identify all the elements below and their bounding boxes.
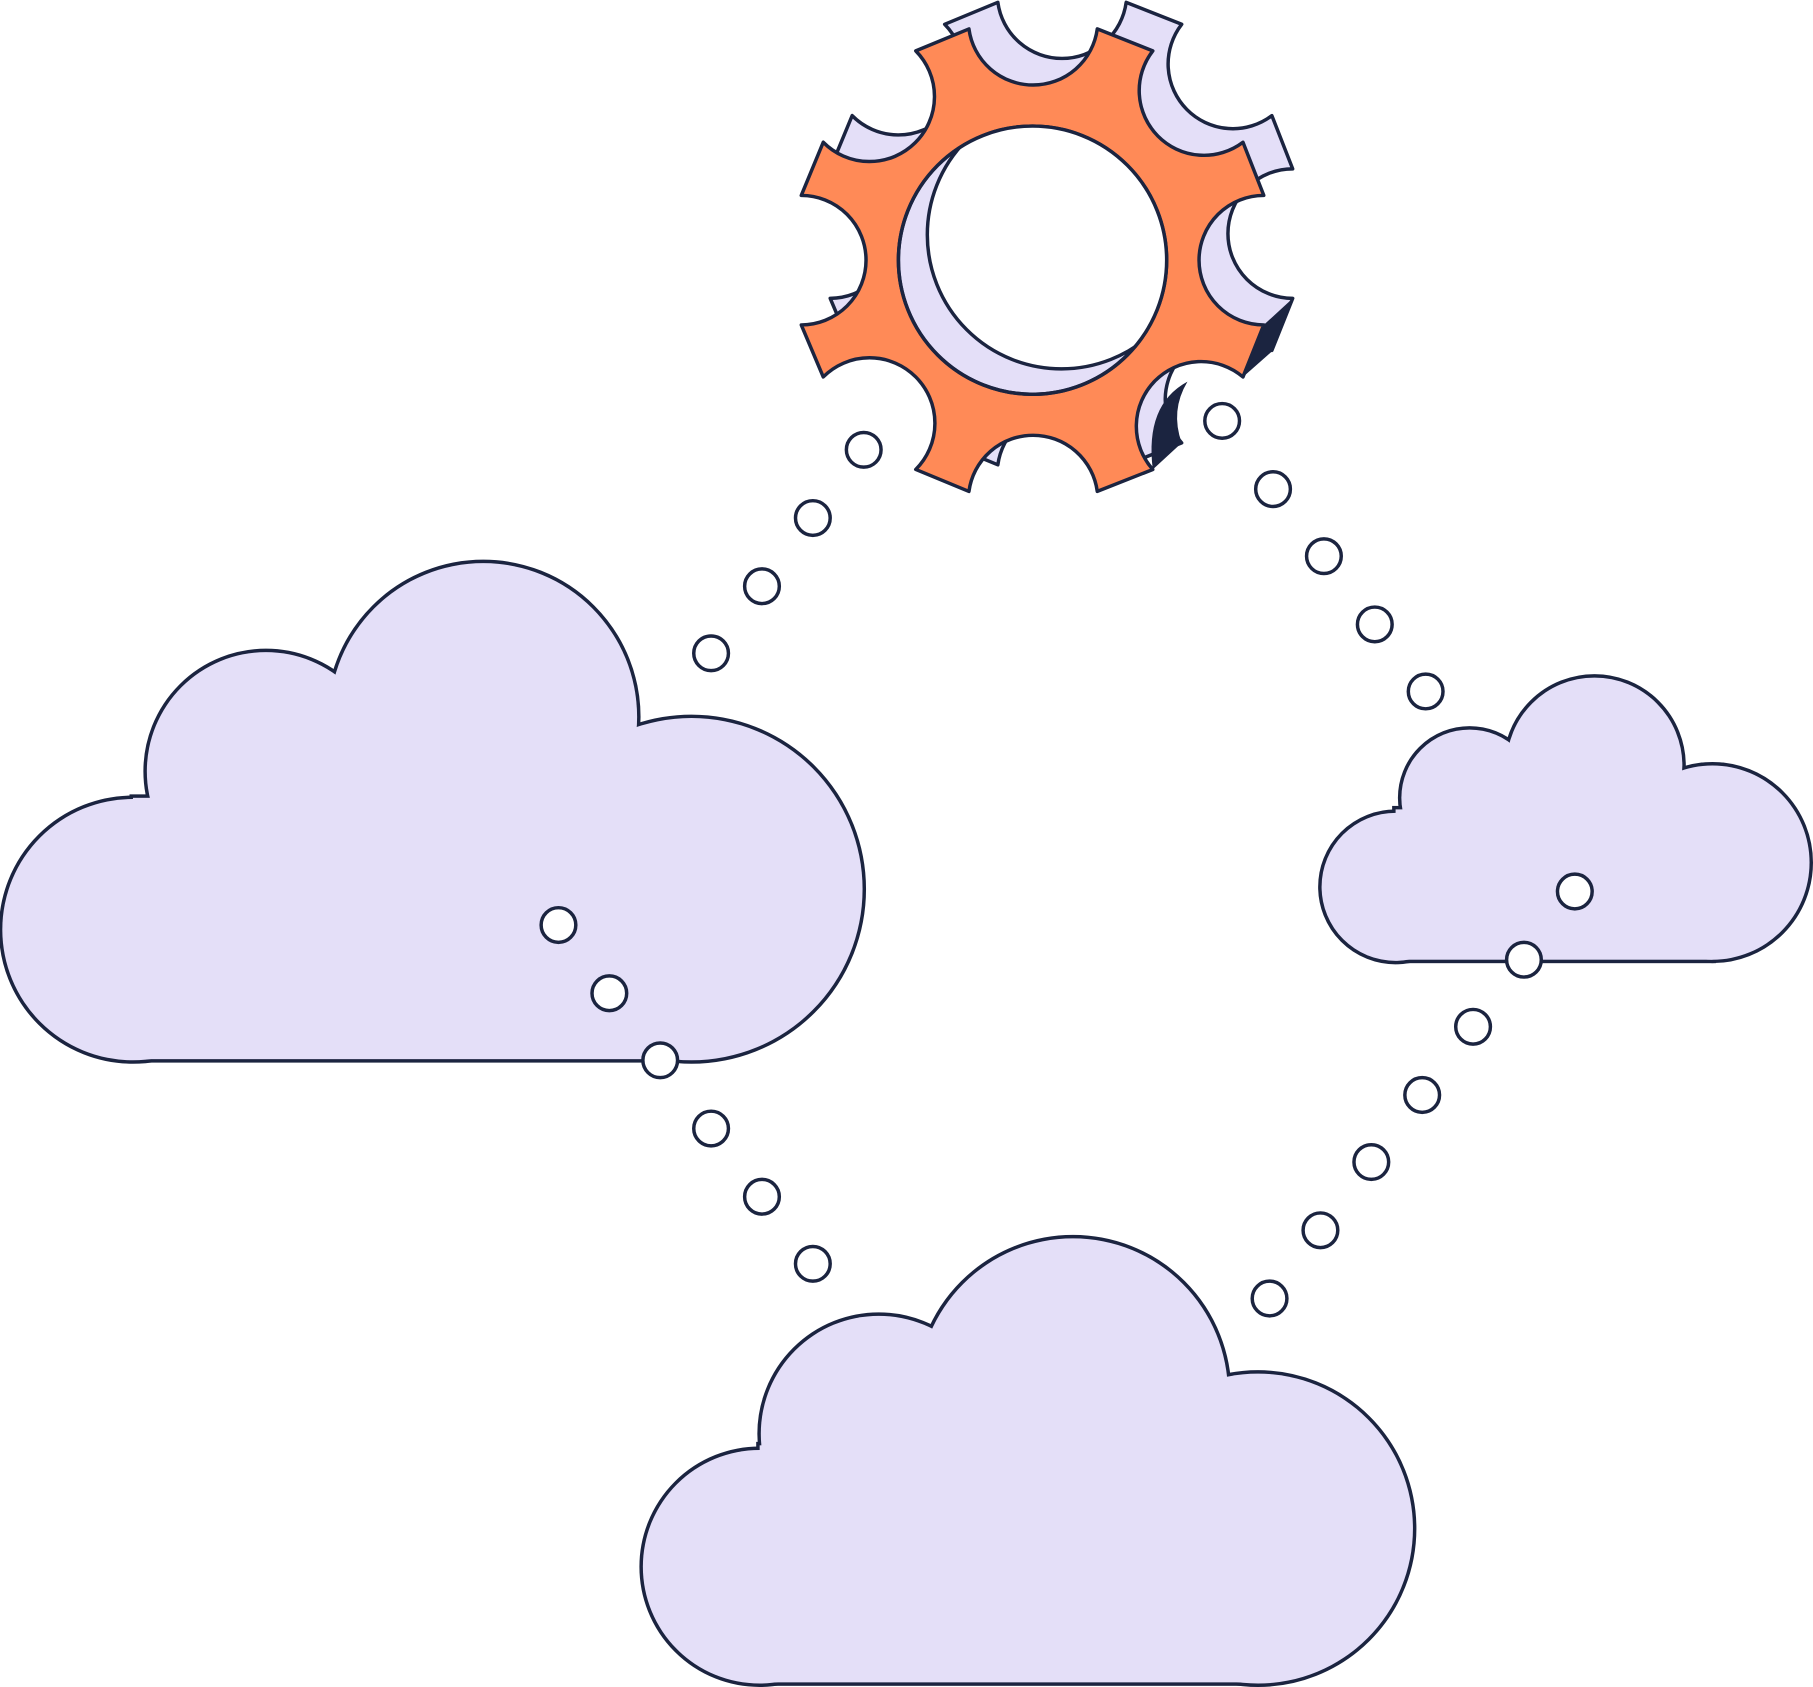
- cloud-base: [1395, 809, 1713, 960]
- connection-dot: [844, 430, 883, 469]
- connection-dot: [1406, 672, 1445, 711]
- clouds-layer: [0, 559, 1813, 1687]
- gear-hole-rim: [896, 124, 1169, 397]
- connection-dot: [692, 1109, 731, 1148]
- cloud-left-icon: [0, 559, 867, 1064]
- connection-dot: [1352, 1142, 1391, 1182]
- connection-dot: [1250, 1279, 1289, 1318]
- connection-dot: [793, 1244, 832, 1283]
- connection-dot: [539, 905, 578, 945]
- cloud-base: [759, 1445, 1261, 1683]
- connection-dot: [793, 498, 832, 538]
- cloud-base: [132, 797, 694, 1060]
- connection-dots-layer: [539, 401, 1594, 1318]
- connection-dot: [641, 1041, 680, 1080]
- gear-icon: [799, 0, 1295, 494]
- gear-shadow: [1242, 298, 1293, 377]
- gear-shadow: [1151, 381, 1188, 470]
- connection-dot: [1555, 872, 1594, 911]
- connection-dot: [590, 974, 629, 1013]
- connection-dot: [1301, 1211, 1340, 1250]
- cloud-bottom-icon: [639, 1234, 1417, 1687]
- connection-dot: [1453, 1007, 1493, 1046]
- cloud-right-icon: [1318, 674, 1813, 965]
- connection-dot: [742, 567, 782, 606]
- connection-dot: [1403, 1075, 1442, 1115]
- connection-dot: [1355, 605, 1394, 644]
- connection-dot: [1304, 537, 1343, 576]
- connection-dot: [1253, 470, 1293, 509]
- connection-dot: [692, 634, 731, 673]
- connection-dot: [1203, 401, 1242, 440]
- connection-dot: [1504, 940, 1544, 979]
- connection-dot: [742, 1177, 782, 1216]
